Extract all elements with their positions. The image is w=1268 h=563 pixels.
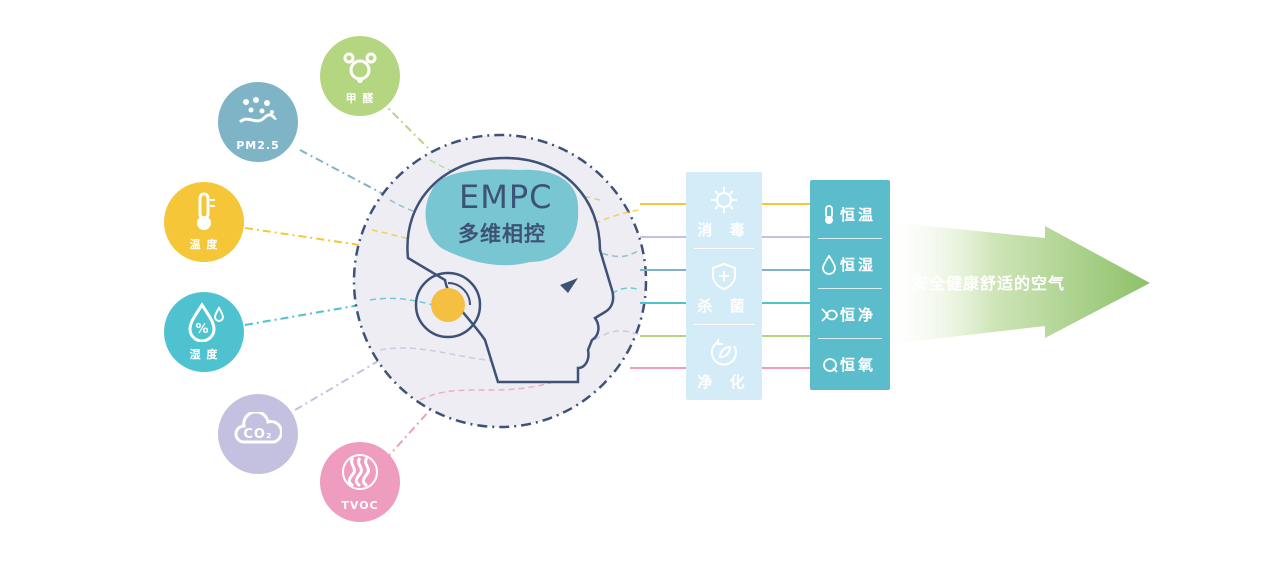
function-purify: 净 化	[686, 332, 762, 394]
head-to-function-lines	[630, 203, 686, 369]
droplet-percent-icon: %	[188, 302, 224, 342]
result-label: 恒湿	[840, 256, 877, 274]
function-sterilize: 杀 菌	[686, 256, 762, 318]
heat-waves-icon	[342, 454, 378, 490]
sensor-formaldehyde: 甲 醛	[320, 36, 400, 116]
function-label: 杀 菌	[697, 297, 751, 315]
shield-plus-icon	[712, 262, 736, 290]
brain-subtitle: 多维相控	[458, 222, 546, 246]
result-label: 恒温	[840, 206, 877, 224]
molecule-icon	[343, 52, 377, 83]
divider	[694, 324, 754, 325]
droplet-icon	[822, 255, 836, 275]
divider	[818, 288, 882, 289]
result-constant-oxygen: 恒氧	[810, 344, 890, 384]
sensor-label: TVOC	[341, 499, 379, 512]
ear-core-icon	[431, 288, 465, 322]
virus-icon	[711, 187, 737, 213]
function-to-result-lines	[762, 203, 810, 369]
function-panel: 消 毒 杀 菌 净 化	[686, 172, 762, 400]
sensor-temperature: 温 度	[164, 182, 244, 262]
results-panel: 恒温 恒湿 恒净 恒氧	[810, 180, 890, 390]
sensor-co2: CO₂	[218, 394, 298, 474]
result-constant-humidity: 恒湿	[810, 244, 890, 284]
sensor-tvoc: TVOC	[320, 442, 400, 522]
sensor-label: 湿 度	[189, 348, 219, 361]
result-label: 恒净	[840, 306, 877, 324]
fish-icon	[821, 308, 838, 322]
particles-icon	[238, 97, 278, 124]
function-label: 净 化	[697, 373, 751, 391]
sensor-pm25: PM2.5	[218, 82, 298, 162]
leaf-cycle-icon	[710, 339, 737, 366]
svg-text:%: %	[195, 322, 208, 337]
result-constant-clean: 恒净	[810, 294, 890, 334]
function-disinfect: 消 毒	[686, 180, 762, 242]
oxygen-icon	[823, 358, 838, 373]
sensor-connectors	[244, 99, 431, 461]
eye-mark	[560, 278, 578, 293]
sensor-humidity: % 湿 度	[164, 292, 244, 372]
sensor-label: 甲 醛	[345, 92, 375, 105]
divider	[694, 248, 754, 249]
brain-shape	[425, 169, 579, 266]
function-label: 消 毒	[697, 221, 751, 239]
thermometer-icon	[197, 192, 215, 230]
output-label: 安全健康舒适的空气	[912, 274, 1066, 293]
cloud-icon	[234, 412, 282, 444]
brain-title: EMPC	[459, 178, 553, 216]
ear-chip	[414, 271, 482, 339]
thermometer-icon	[825, 205, 833, 224]
sensor-label: PM2.5	[236, 139, 280, 152]
result-constant-temperature: 恒温	[810, 194, 890, 234]
sensor-label: CO₂	[243, 427, 273, 442]
sensor-label: 温 度	[189, 238, 219, 251]
divider	[818, 238, 882, 239]
divider	[818, 338, 882, 339]
ear-arc	[447, 282, 471, 306]
result-label: 恒氧	[840, 356, 877, 374]
output-arrow	[890, 222, 1150, 344]
